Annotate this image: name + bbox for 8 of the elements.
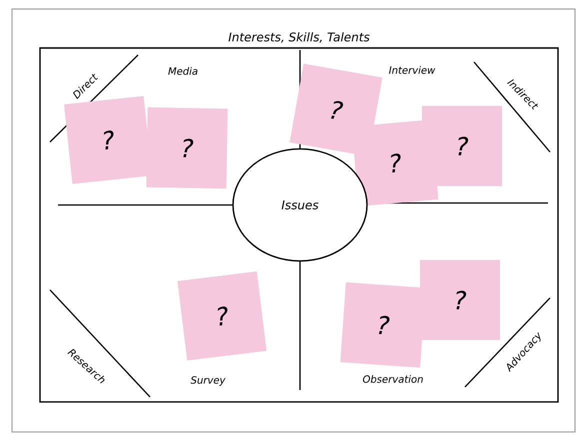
node-label: Interests, Skills, Talents	[228, 32, 370, 43]
sticky-note: ?	[340, 282, 426, 368]
sticky-note: ?	[290, 64, 382, 156]
sticky-note: ?	[420, 260, 500, 340]
sticky-note: ?	[177, 271, 267, 361]
sticky-note: ?	[146, 107, 228, 189]
section-label: Media	[168, 67, 198, 75]
sticky-note: ?	[422, 106, 502, 186]
